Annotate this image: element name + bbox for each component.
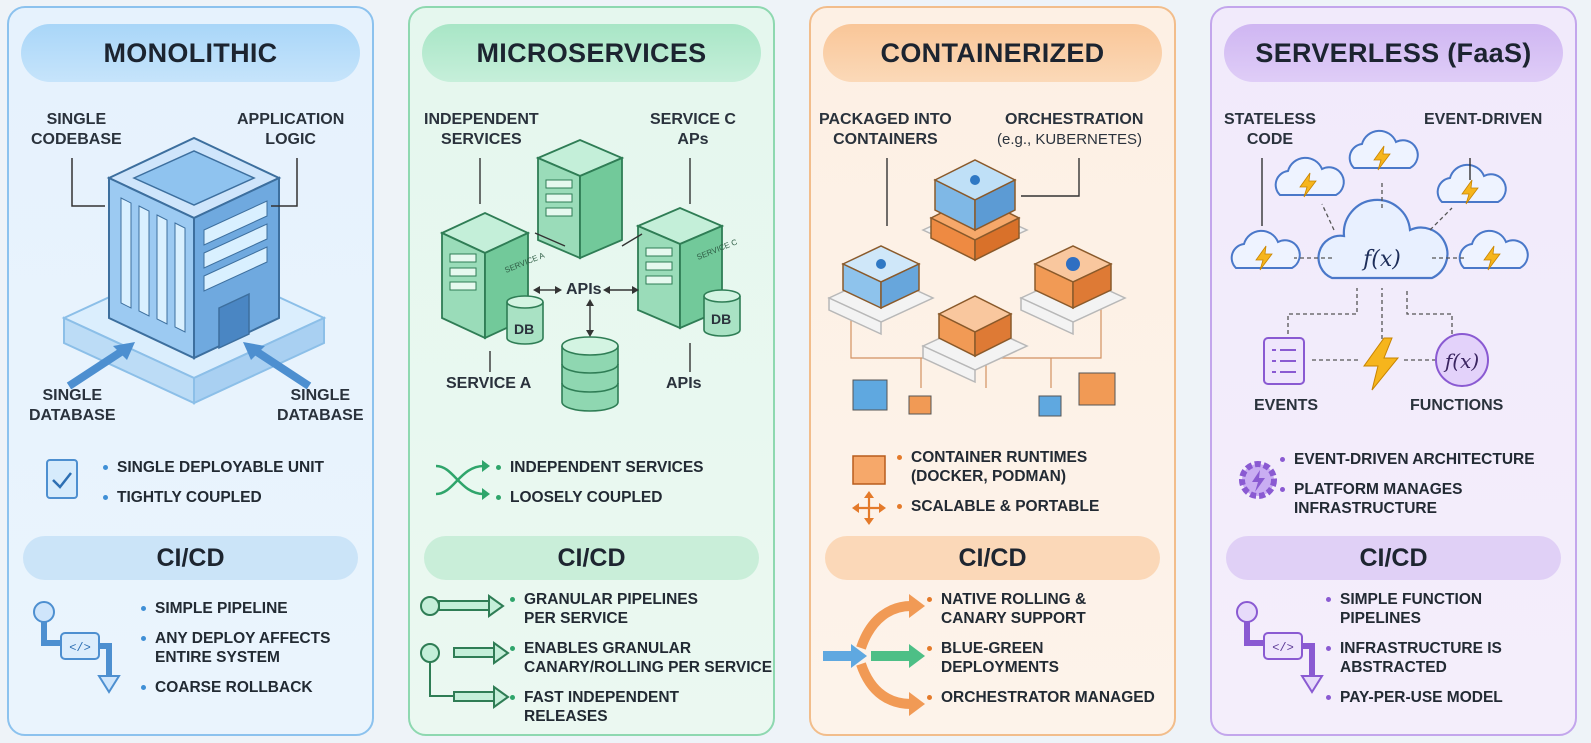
label-event-driven: EVENT-DRIVEN bbox=[1424, 111, 1543, 128]
cicd-list: NATIVE ROLLING & CANARY SUPPORT BLUE-GRE… bbox=[925, 590, 1155, 718]
label-independent-services: INDEPENDENT SERVICES bbox=[424, 111, 539, 148]
feature-item: SCALABLE & PORTABLE bbox=[895, 497, 1099, 516]
panel-title: CONTAINERIZED bbox=[823, 24, 1162, 82]
svg-text:</>: </> bbox=[69, 641, 91, 655]
cicd-list: SIMPLE PIPELINE ANY DEPLOY AFFECTS ENTIR… bbox=[139, 599, 330, 708]
label-apis-center: APIs bbox=[566, 281, 602, 298]
cicd-item: PAY-PER-USE MODEL bbox=[1324, 688, 1503, 707]
label-single-database-right: SINGLE DATABASE bbox=[277, 387, 364, 424]
monolith-illustration: </> bbox=[33, 136, 327, 694]
panel-title: SERVERLESS (FaaS) bbox=[1224, 24, 1563, 82]
feature-list: INDEPENDENT SERVICES LOOSELY COUPLED bbox=[494, 458, 704, 518]
feature-list: EVENT-DRIVEN ARCHITECTURE PLATFORM MANAG… bbox=[1278, 450, 1535, 529]
feature-list: SINGLE DEPLOYABLE UNIT TIGHTLY COUPLED bbox=[101, 458, 324, 518]
panel-title: MICROSERVICES bbox=[422, 24, 761, 82]
label-functions: FUNCTIONS bbox=[1410, 397, 1504, 414]
cicd-item: SIMPLE FUNCTION PIPELINES bbox=[1324, 590, 1503, 628]
cicd-item: NATIVE ROLLING & CANARY SUPPORT bbox=[925, 590, 1155, 628]
cicd-item: SIMPLE PIPELINE bbox=[139, 599, 330, 618]
function-symbol-cloud: f(x) bbox=[1361, 247, 1401, 272]
containers-illustration bbox=[823, 158, 1127, 716]
label-apis-bottom: APIs bbox=[666, 375, 702, 392]
cicd-heading: CI/CD bbox=[23, 536, 358, 580]
serverless-illustration: f(x) f(x) bbox=[1230, 129, 1529, 694]
panel-serverless: f(x) f(x) bbox=[1210, 6, 1577, 736]
cicd-item: ORCHESTRATOR MANAGED bbox=[925, 688, 1155, 707]
label-packaged-into-containers: PACKAGED INTO CONTAINERS bbox=[819, 111, 952, 148]
panel-containerized: CONTAINERIZED PACKAGED INTO CONTAINERS O… bbox=[809, 6, 1176, 736]
cicd-list: GRANULAR PIPELINES PER SERVICE ENABLES G… bbox=[508, 590, 772, 734]
cicd-item: ENABLES GRANULAR CANARY/ROLLING PER SERV… bbox=[508, 639, 772, 677]
microservices-illustration: SERVICE A SERVICE C bbox=[420, 139, 741, 709]
label-service-a: SERVICE A bbox=[446, 375, 532, 392]
label-stateless-code: STATELESS CODE bbox=[1224, 111, 1316, 148]
panel-monolithic: </> MONOLITHIC SINGLE CODEBASE APPLICATI… bbox=[7, 6, 374, 736]
feature-item: CONTAINER RUNTIMES (DOCKER, PODMAN) bbox=[895, 448, 1099, 486]
function-symbol-circle: f(x) bbox=[1443, 349, 1479, 373]
feature-item: TIGHTLY COUPLED bbox=[101, 488, 324, 507]
feature-item: EVENT-DRIVEN ARCHITECTURE bbox=[1278, 450, 1535, 469]
label-application-logic: APPLICATION LOGIC bbox=[237, 111, 345, 148]
feature-item: PLATFORM MANAGES INFRASTRUCTURE bbox=[1278, 480, 1535, 518]
panel-microservices: SERVICE A SERVICE C bbox=[408, 6, 775, 736]
cicd-item: ANY DEPLOY AFFECTS ENTIRE SYSTEM bbox=[139, 629, 330, 667]
feature-item: SINGLE DEPLOYABLE UNIT bbox=[101, 458, 324, 477]
feature-list: CONTAINER RUNTIMES (DOCKER, PODMAN) SCAL… bbox=[895, 448, 1099, 527]
label-service-c-aps: SERVICE C APs bbox=[650, 111, 736, 148]
label-orchestration: ORCHESTRATION bbox=[1005, 111, 1144, 128]
cicd-item: BLUE-GREEN DEPLOYMENTS bbox=[925, 639, 1155, 677]
cicd-heading: CI/CD bbox=[825, 536, 1160, 580]
label-single-codebase: SINGLE CODEBASE bbox=[31, 111, 122, 148]
cicd-list: SIMPLE FUNCTION PIPELINES INFRASTRUCTURE… bbox=[1324, 590, 1503, 718]
label-kubernetes-example: (e.g., KUBERNETES) bbox=[997, 131, 1143, 148]
label-db-right: DB bbox=[711, 311, 732, 327]
feature-item: INDEPENDENT SERVICES bbox=[494, 458, 704, 477]
cicd-heading: CI/CD bbox=[1226, 536, 1561, 580]
cicd-item: COARSE ROLLBACK bbox=[139, 678, 330, 697]
label-events: EVENTS bbox=[1254, 397, 1319, 414]
cicd-item: INFRASTRUCTURE IS ABSTRACTED bbox=[1324, 639, 1503, 677]
feature-item: LOOSELY COUPLED bbox=[494, 488, 704, 507]
panel-title: MONOLITHIC bbox=[21, 24, 360, 82]
cicd-item: GRANULAR PIPELINES PER SERVICE bbox=[508, 590, 772, 628]
cicd-item: FAST INDEPENDENT RELEASES bbox=[508, 688, 772, 726]
svg-text:</>: </> bbox=[1272, 641, 1294, 655]
cicd-heading: CI/CD bbox=[424, 536, 759, 580]
label-db-left: DB bbox=[514, 321, 535, 337]
label-single-database-left: SINGLE DATABASE bbox=[29, 387, 116, 424]
